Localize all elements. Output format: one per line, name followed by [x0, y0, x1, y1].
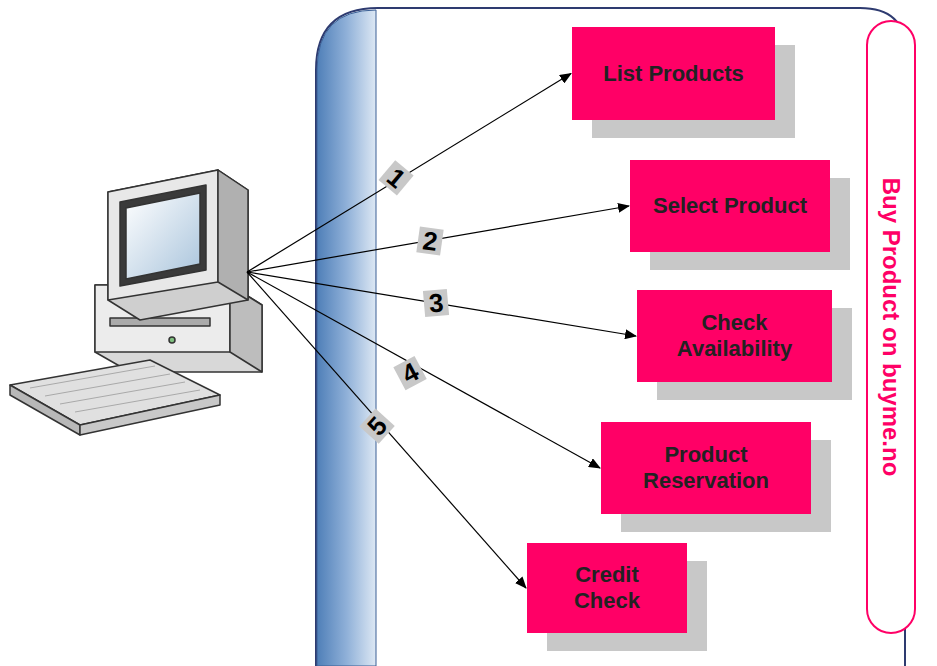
box-label: Product Reservation: [615, 442, 797, 494]
request-arrow: [247, 206, 629, 272]
keyboard-keys: [30, 366, 200, 412]
boundary-band: [317, 10, 376, 666]
request-arrow: [247, 272, 600, 468]
system-panel: [316, 8, 905, 666]
request-arrow: [247, 272, 526, 588]
box-label: Credit Check: [541, 562, 673, 614]
request-arrow: [247, 74, 571, 273]
process-box: Credit Check: [527, 543, 687, 633]
process-box: List Products: [572, 27, 775, 120]
callout-number: 3: [423, 289, 450, 317]
title-pill: Buy Product on buyme.no: [866, 20, 916, 634]
process-box: Check Availability: [637, 290, 832, 382]
box-label: Select Product: [653, 193, 807, 219]
process-box: Select Product: [630, 160, 830, 252]
system-title: Buy Product on buyme.no: [877, 178, 905, 477]
box-label: Check Availability: [651, 310, 818, 362]
process-box: Product Reservation: [601, 422, 811, 514]
callout-number: 2: [416, 226, 444, 255]
box-label: List Products: [603, 61, 744, 87]
computer-icon: [10, 170, 262, 435]
